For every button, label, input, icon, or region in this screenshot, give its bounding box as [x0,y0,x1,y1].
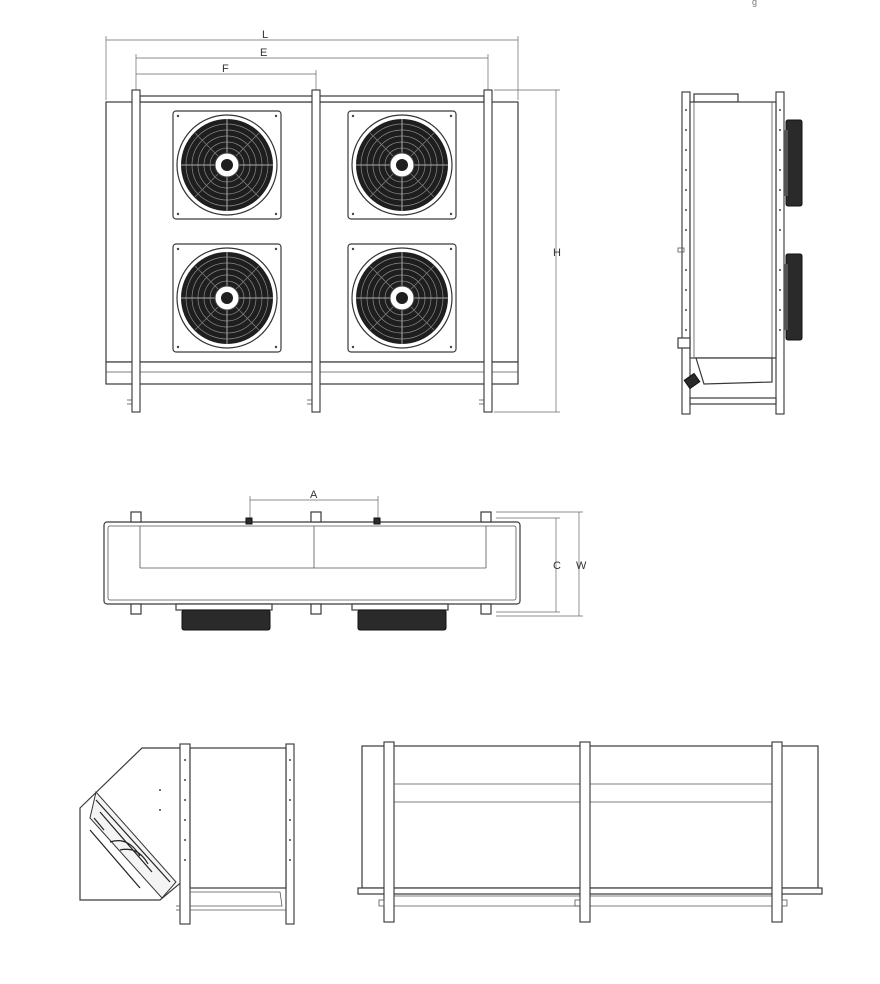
side-fan-icon [785,253,803,341]
fan-icon [172,243,282,353]
top-fan-icon [181,609,271,631]
fan-icon [347,243,457,353]
dimension-L: L [105,29,519,100]
dimension-F: F [136,63,317,92]
dim-label-C: C [553,560,561,572]
side-view [677,91,803,415]
dim-label-E: E [260,47,267,59]
end-section-view [79,743,295,925]
dimension-A: A [249,489,379,520]
fan-icon [347,110,457,220]
dim-label-L: L [262,29,268,41]
dim-label-F: F [222,63,229,75]
dim-label-W: W [576,560,587,572]
fan-icon [172,110,282,220]
dimension-H: H [494,89,561,413]
top-fan-icon [357,609,447,631]
dim-label-A: A [310,489,318,501]
top-view: A C W [103,489,587,631]
side-fan-icon [785,119,803,207]
corner-mark: g [752,0,757,7]
dim-label-H: H [553,247,561,259]
dimension-E: E [135,47,489,92]
front-view: L E F H [105,29,561,413]
dimension-C: C [496,517,561,613]
rear-view [357,741,823,923]
dimension-W: W [496,511,587,617]
